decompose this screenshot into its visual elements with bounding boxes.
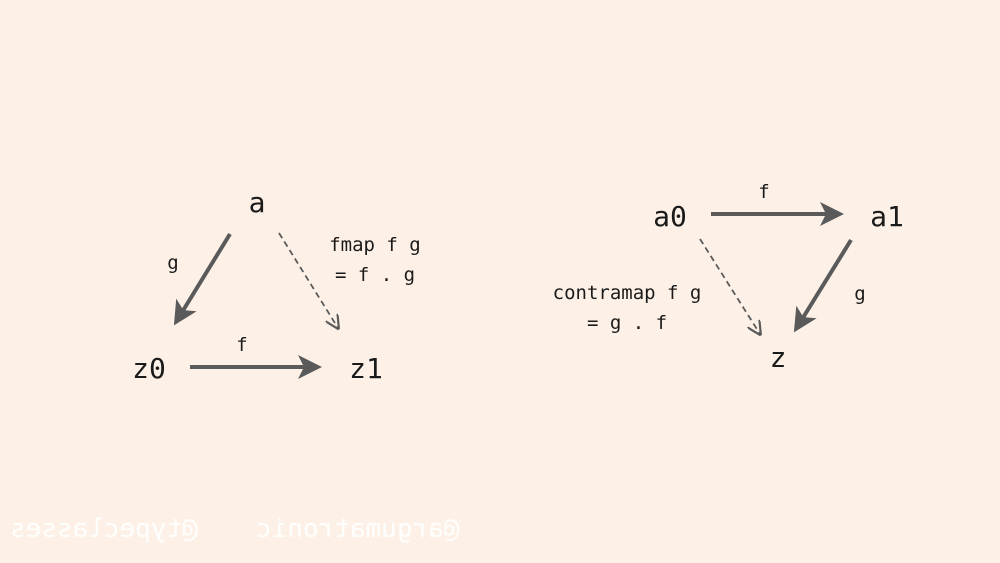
node-z1: z1 xyxy=(349,352,383,385)
label-f: f xyxy=(758,181,769,203)
label-g: g xyxy=(854,283,865,305)
label-g: g xyxy=(167,252,178,274)
node-z: z xyxy=(770,341,787,374)
label-fmap-line2: = f . g xyxy=(335,264,415,286)
contravariant-diagram: a0 a1 z f g contramap f g = g . f xyxy=(553,181,904,374)
node-a: a xyxy=(249,186,266,219)
label-fmap-line1: fmap f g xyxy=(329,234,421,256)
arrow-fmap-a-to-z1 xyxy=(278,232,338,328)
watermark-argumatronic: @argumatronic xyxy=(256,514,460,544)
functor-diagram: a z0 z1 g f fmap f g = f . g xyxy=(132,186,421,385)
arrow-g-a-to-z0 xyxy=(173,232,232,326)
label-contramap-line1: contramap f g xyxy=(553,282,702,304)
watermark-typeclasses: @typeclasses xyxy=(10,514,198,544)
label-contramap-line2: = g . f xyxy=(587,312,667,334)
node-a1: a1 xyxy=(870,200,904,233)
label-f: f xyxy=(236,334,247,356)
node-a0: a0 xyxy=(653,200,687,233)
arrow-g-a1-to-z xyxy=(793,238,853,333)
arrow-contramap-a0-to-z xyxy=(699,238,760,334)
node-z0: z0 xyxy=(132,352,166,385)
